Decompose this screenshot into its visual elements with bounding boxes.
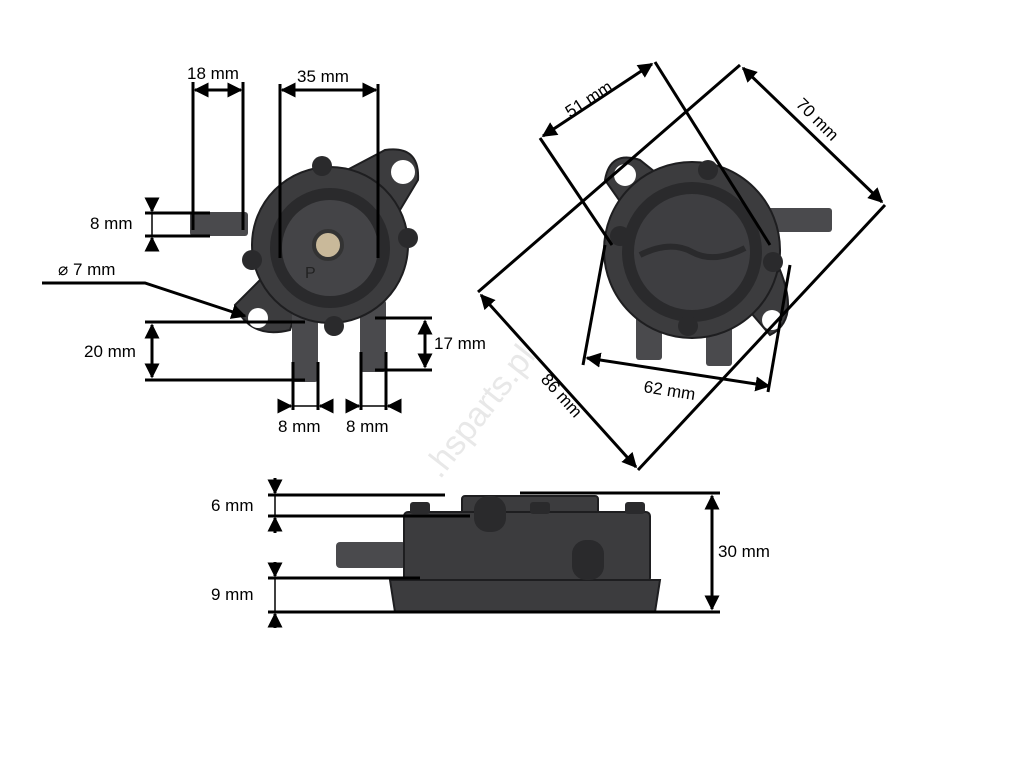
watermark: .hsparts.pl [416, 338, 543, 485]
dim-hole-diameter: ⌀ 7 mm [58, 260, 115, 279]
dim-17mm: 17 mm [434, 334, 486, 353]
dim-62mm: 62 mm [642, 377, 696, 404]
rear-view-pump [603, 156, 832, 366]
mount-hole [391, 160, 415, 184]
pump-mark: P [305, 265, 316, 282]
dim-51mm: 51 mm [562, 77, 616, 121]
dim-20mm: 20 mm [84, 342, 136, 361]
mount-hole [248, 308, 268, 328]
dim-35mm: 35 mm [297, 67, 349, 86]
dim-6mm: 6 mm [211, 496, 254, 515]
dim-8mm-inlet: 8 mm [90, 214, 133, 233]
side-view-pump [336, 495, 662, 613]
dim-86mm: 86 mm [537, 370, 586, 421]
front-view-dimensions: 18 mm 35 mm 8 mm ⌀ 7 mm 20 mm 17 mm 8 mm [42, 64, 486, 436]
side-view-dimensions: 6 mm 9 mm 30 mm [211, 478, 770, 628]
dim-30mm: 30 mm [718, 542, 770, 561]
dim-18mm: 18 mm [187, 64, 239, 83]
dim-8mm-outlet: 8 mm [278, 417, 321, 436]
dim-70mm: 70 mm [792, 94, 842, 144]
dim-8mm-outlet2: 8 mm [346, 417, 389, 436]
front-view-pump: P [190, 148, 420, 382]
dim-9mm: 9 mm [211, 585, 254, 604]
